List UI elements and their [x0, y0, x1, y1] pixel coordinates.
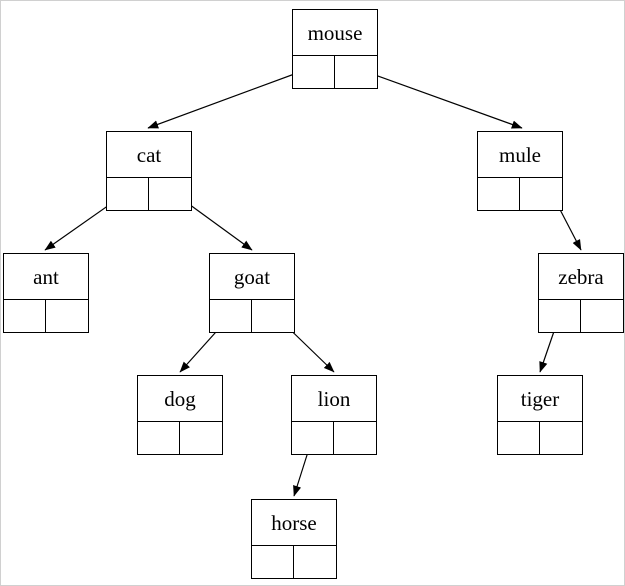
- tree-node-pointer-cells: [478, 178, 562, 210]
- tree-node-pointer-cells: [292, 422, 376, 454]
- tree-node-horse[interactable]: horse: [251, 499, 337, 579]
- tree-node-label: zebra: [539, 254, 623, 300]
- right-pointer-cell[interactable]: [540, 422, 582, 454]
- tree-node-label: lion: [292, 376, 376, 422]
- tree-node-mule[interactable]: mule: [477, 131, 563, 211]
- tree-node-label: tiger: [498, 376, 582, 422]
- right-pointer-cell[interactable]: [149, 178, 191, 210]
- tree-node-dog[interactable]: dog: [137, 375, 223, 455]
- tree-edge-mouse-to-mule: [352, 66, 523, 129]
- left-pointer-cell[interactable]: [539, 300, 581, 332]
- right-pointer-cell[interactable]: [252, 300, 294, 332]
- tree-node-pointer-cells: [539, 300, 623, 332]
- right-pointer-cell[interactable]: [294, 546, 336, 578]
- tree-node-pointer-cells: [252, 546, 336, 578]
- right-pointer-cell[interactable]: [180, 422, 222, 454]
- right-pointer-cell[interactable]: [520, 178, 562, 210]
- tree-node-cat[interactable]: cat: [106, 131, 192, 211]
- tree-node-pointer-cells: [498, 422, 582, 454]
- tree-node-pointer-cells: [293, 56, 377, 88]
- tree-node-ant[interactable]: ant: [3, 253, 89, 333]
- left-pointer-cell[interactable]: [498, 422, 540, 454]
- left-pointer-cell[interactable]: [478, 178, 520, 210]
- right-pointer-cell[interactable]: [46, 300, 88, 332]
- tree-node-mouse[interactable]: mouse: [292, 9, 378, 89]
- tree-node-pointer-cells: [107, 178, 191, 210]
- left-pointer-cell[interactable]: [292, 422, 334, 454]
- left-pointer-cell[interactable]: [138, 422, 180, 454]
- tree-node-pointer-cells: [4, 300, 88, 332]
- tree-node-label: dog: [138, 376, 222, 422]
- tree-node-label: cat: [107, 132, 191, 178]
- right-pointer-cell[interactable]: [335, 56, 377, 88]
- tree-node-tiger[interactable]: tiger: [497, 375, 583, 455]
- tree-node-label: goat: [210, 254, 294, 300]
- left-pointer-cell[interactable]: [107, 178, 149, 210]
- tree-node-lion[interactable]: lion: [291, 375, 377, 455]
- left-pointer-cell[interactable]: [252, 546, 294, 578]
- tree-node-pointer-cells: [210, 300, 294, 332]
- left-pointer-cell[interactable]: [210, 300, 252, 332]
- tree-edge-mouse-to-cat: [147, 68, 309, 129]
- tree-node-label: mule: [478, 132, 562, 178]
- right-pointer-cell[interactable]: [581, 300, 623, 332]
- tree-node-goat[interactable]: goat: [209, 253, 295, 333]
- tree-node-pointer-cells: [138, 422, 222, 454]
- tree-node-label: mouse: [293, 10, 377, 56]
- left-pointer-cell[interactable]: [293, 56, 335, 88]
- tree-node-label: ant: [4, 254, 88, 300]
- right-pointer-cell[interactable]: [334, 422, 376, 454]
- tree-node-label: horse: [252, 500, 336, 546]
- tree-node-zebra[interactable]: zebra: [538, 253, 624, 333]
- left-pointer-cell[interactable]: [4, 300, 46, 332]
